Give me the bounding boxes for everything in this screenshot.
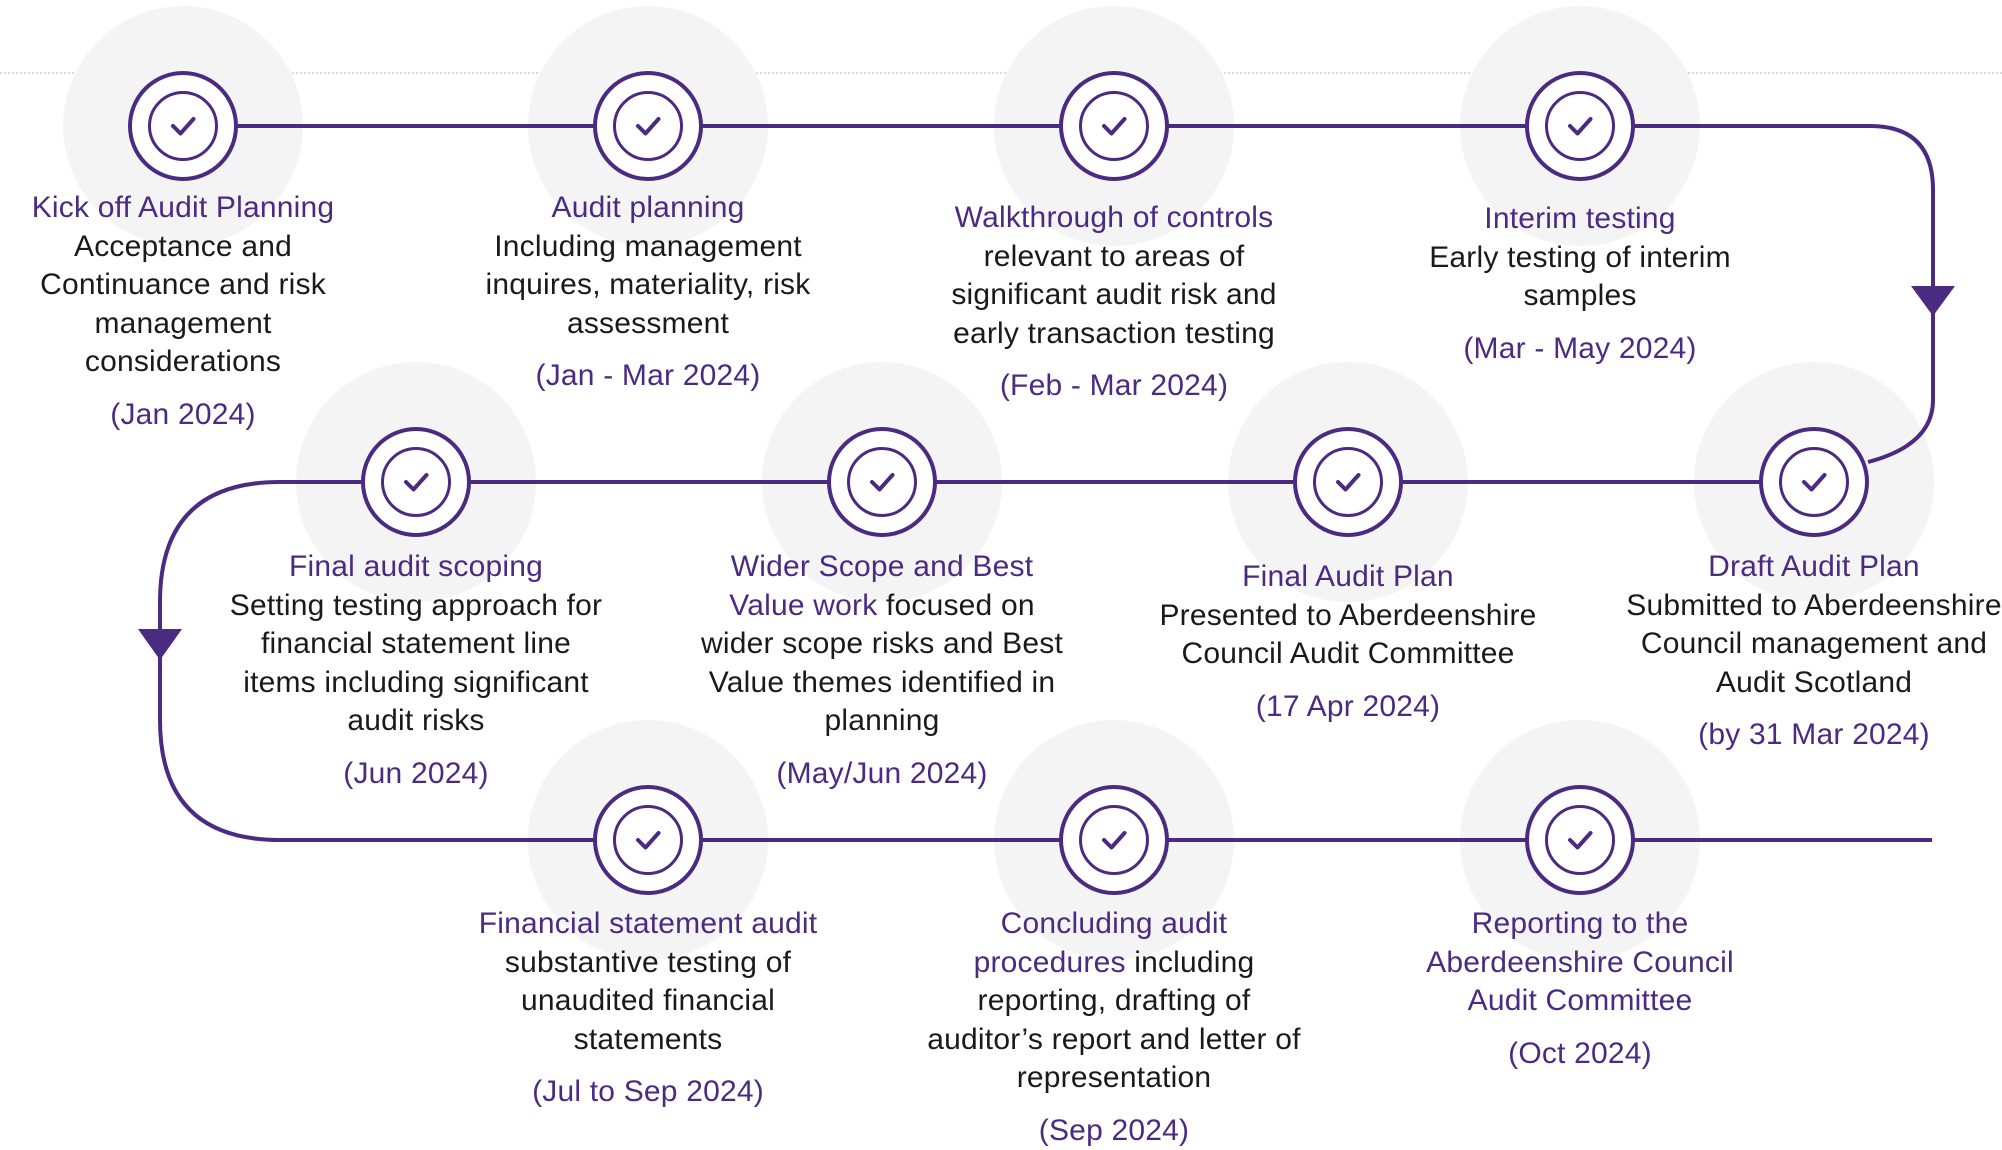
- step-label: Concluding audit procedures including re…: [924, 905, 1304, 1150]
- step-body: Submitted to Aberdeenshire Council manag…: [1626, 589, 2001, 699]
- step-title: Walkthrough of controls: [955, 201, 1274, 234]
- step-date: (17 Apr 2024): [1158, 688, 1538, 727]
- step-label: Kick off Audit Planning Acceptance and C…: [0, 189, 373, 434]
- step-label: Financial statement audit substantive te…: [458, 905, 838, 1112]
- step-title: Kick off Audit Planning: [32, 191, 335, 224]
- step-label: Reporting to the Aberdeenshire Council A…: [1390, 905, 1770, 1073]
- step-date: (Sep 2024): [924, 1112, 1304, 1150]
- step-label: Interim testing Early testing of interim…: [1390, 200, 1770, 368]
- step-date: (Jan 2024): [0, 396, 373, 435]
- step-date: (Jan - Mar 2024): [458, 357, 838, 396]
- step-body: Acceptance and Continuance and risk mana…: [40, 230, 326, 379]
- step-body: Setting testing approach for financial s…: [230, 589, 603, 738]
- step-label: Final audit scoping Setting testing appr…: [226, 548, 606, 793]
- step-title: Reporting: [1472, 907, 1604, 940]
- step-title: Financial statement audit: [479, 907, 818, 940]
- step-body: Early testing of interim samples: [1429, 241, 1731, 313]
- arrow-down-icon: [138, 629, 182, 660]
- step-body: substantive testing of unaudited financi…: [505, 946, 791, 1056]
- step-title: Final Audit Plan: [1242, 560, 1454, 593]
- step-title: Audit planning: [552, 191, 745, 224]
- step-date: (by 31 Mar 2024): [1624, 716, 2002, 755]
- step-label: Wider Scope and Best Value work focused …: [692, 548, 1072, 793]
- step-title: Final audit scoping: [289, 550, 543, 583]
- step-body: Including management inquires, materiali…: [486, 230, 811, 340]
- step-title: Draft Audit Plan: [1708, 550, 1920, 583]
- step-title: Interim testing: [1484, 202, 1675, 235]
- step-date: (Oct 2024): [1390, 1035, 1770, 1074]
- step-date: (Feb - Mar 2024): [924, 367, 1304, 406]
- arrow-down-icon: [1911, 286, 1955, 316]
- step-date: (Mar - May 2024): [1390, 330, 1770, 369]
- step-label: Walkthrough of controls relevant to area…: [924, 199, 1304, 406]
- step-label: Final Audit Plan Presented to Aberdeensh…: [1158, 558, 1538, 726]
- step-label: Audit planning Including management inqu…: [458, 189, 838, 396]
- step-label: Draft Audit Plan Submitted to Aberdeensh…: [1624, 548, 2002, 755]
- step-body: relevant to areas of significant audit r…: [951, 240, 1276, 350]
- step-date: (May/Jun 2024): [692, 755, 1072, 794]
- step-date: (Jul to Sep 2024): [458, 1073, 838, 1112]
- step-body: Presented to Aberdeenshire Council Audit…: [1159, 599, 1536, 671]
- step-date: (Jun 2024): [226, 755, 606, 794]
